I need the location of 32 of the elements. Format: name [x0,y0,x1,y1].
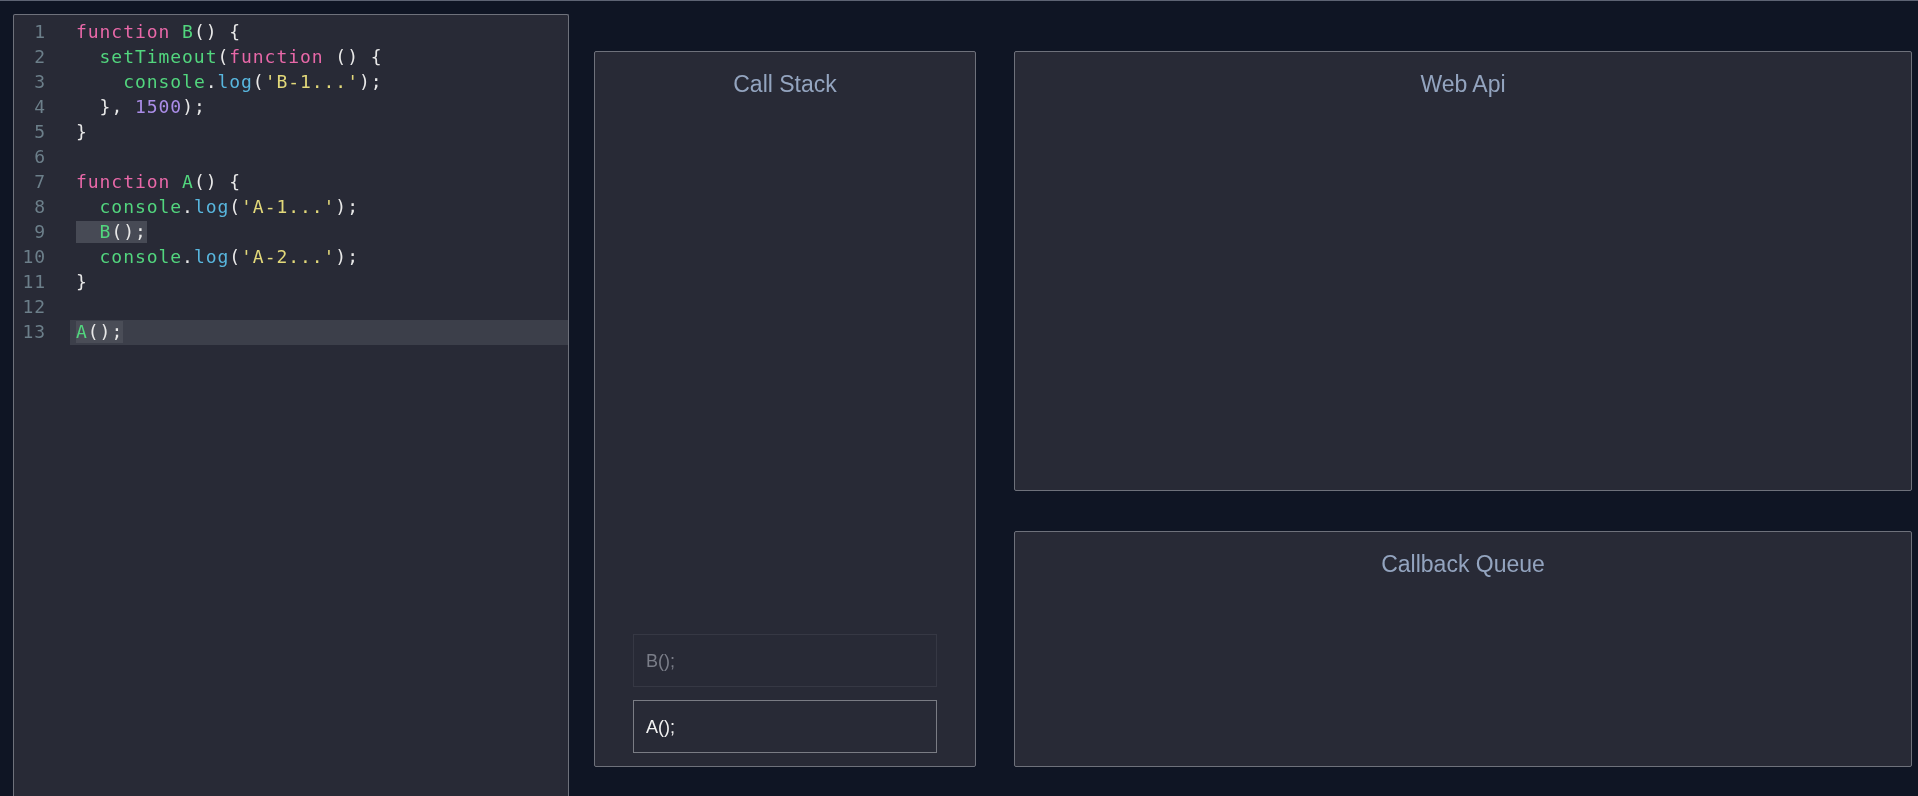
line-number: 5 [34,121,46,143]
line-number: 7 [34,171,46,193]
web-api-panel [1014,51,1912,491]
code-editor-panel [13,14,569,796]
function-call-text: B(); [646,650,675,672]
line-number: 8 [34,196,46,218]
panel-title: Call Stack [733,70,837,98]
panel-title: Web Api [1420,70,1506,98]
stack-frame [633,700,937,753]
code-line: } [76,121,88,143]
line-number: 12 [22,296,46,318]
callback-queue-panel [1014,531,1912,767]
code-line: function B() { [76,21,242,43]
code-line: console.log('A-2...'); [98,246,359,268]
line-number: 9 [34,221,46,243]
line-number: 10 [22,246,46,268]
line-number: 1 [34,21,46,43]
call-stack-panel [594,51,976,767]
line-number: 11 [22,271,46,293]
code-line: } [76,271,88,293]
code-line: function A() { [76,171,242,193]
function-call-text: A(); [646,716,675,738]
code-line: setTimeout(function () { [98,46,383,68]
line-number: 3 [34,71,46,93]
line-number: 6 [34,146,46,168]
line-number: 4 [34,96,46,118]
line-number: 13 [22,321,46,343]
code-line: console.log('A-1...'); [98,196,359,218]
code-line: console.log('B-1...'); [122,71,383,93]
code-line: }, 1500); [98,96,206,118]
panel-title: Callback Queue [1381,550,1545,578]
line-number: 2 [34,46,46,68]
